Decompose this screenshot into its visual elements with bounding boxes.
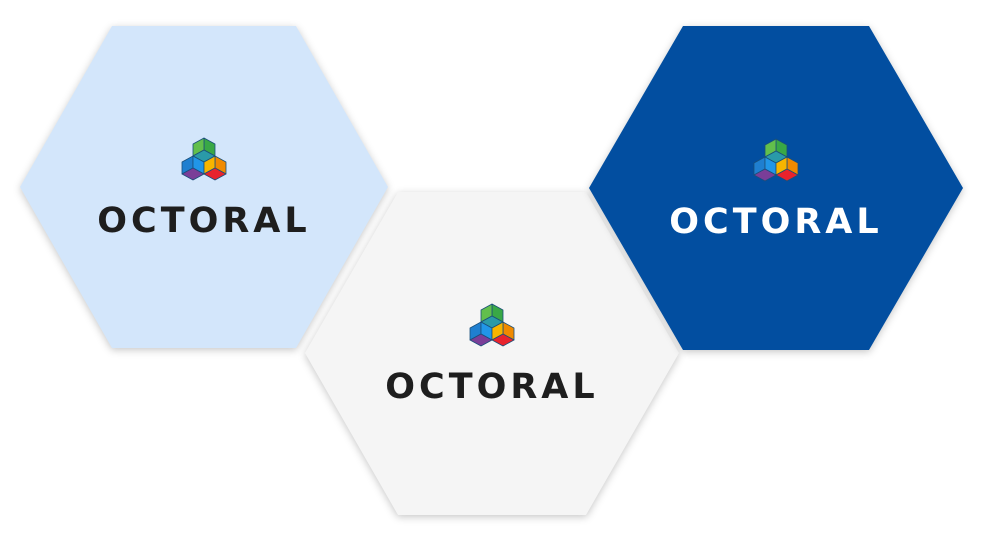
hexagon-shape: [589, 26, 963, 350]
brand-wordmark: OCTORAL: [97, 200, 311, 241]
hexagon-shape: [305, 192, 679, 515]
octoral-logo-icon: [469, 303, 515, 347]
logo-tile-light-gray: OCTORAL: [305, 192, 679, 515]
logo-facet: [775, 168, 799, 181]
brand-wordmark: OCTORAL: [385, 367, 599, 407]
brand-wordmark: OCTORAL: [669, 201, 883, 242]
logo-facet: [491, 333, 515, 347]
octoral-logo-icon: [753, 138, 799, 181]
hexagon-shape: [20, 26, 388, 348]
logo-tile-light-blue: OCTORAL: [20, 26, 388, 348]
logo-facet: [203, 167, 227, 180]
octoral-logo-icon: [181, 137, 227, 180]
logo-tile-dark-blue: OCTORAL: [589, 26, 963, 350]
